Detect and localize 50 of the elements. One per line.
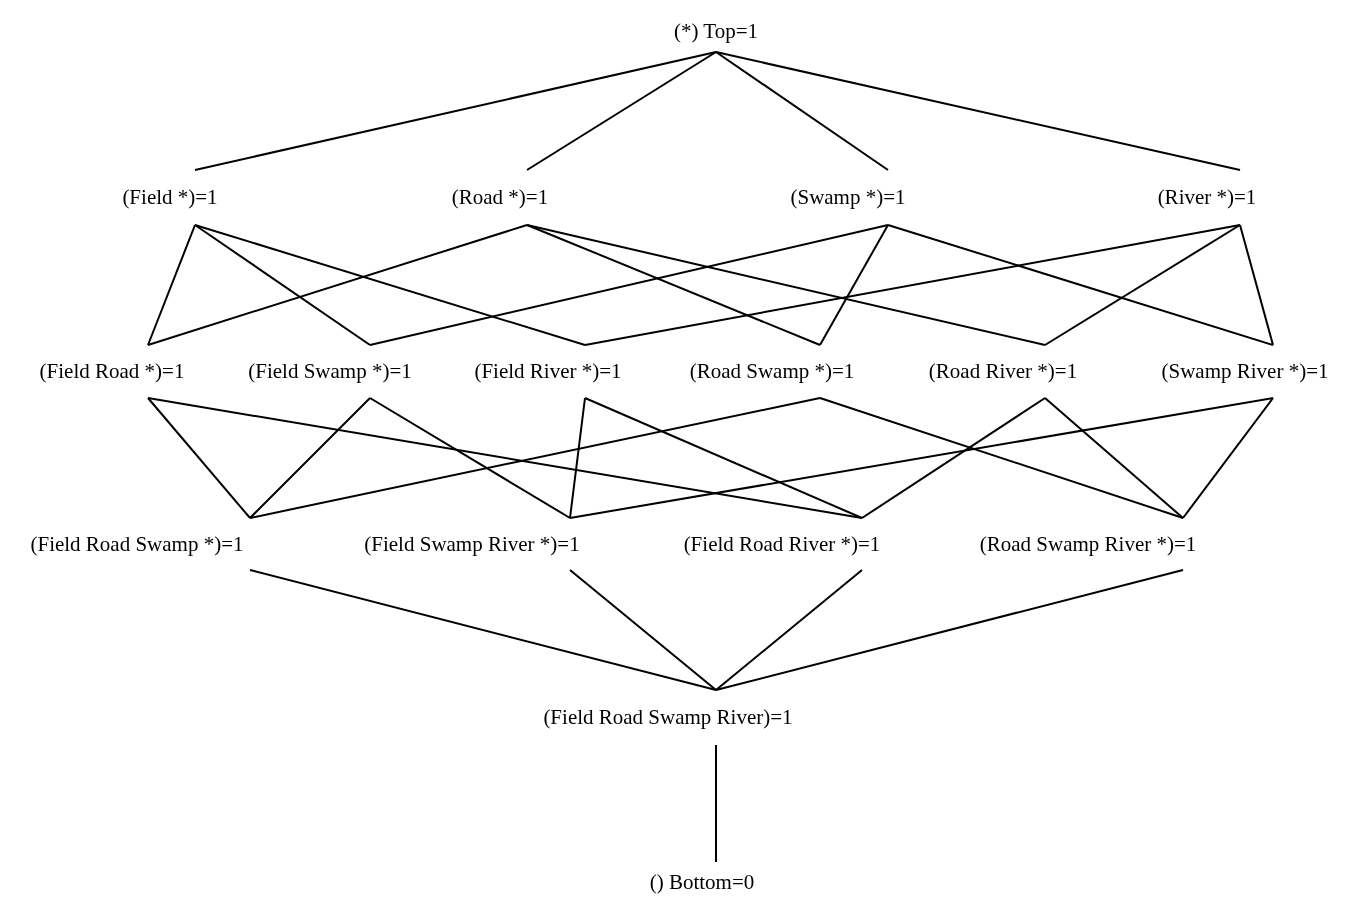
node-label: (*) Top=1 bbox=[616, 10, 816, 52]
connector-line bbox=[249, 397, 821, 519]
connector-line bbox=[584, 397, 863, 519]
connector-line bbox=[861, 397, 1046, 519]
connector-line bbox=[194, 51, 717, 171]
connector-line bbox=[147, 224, 528, 346]
connector-line bbox=[715, 569, 1184, 691]
connector-line bbox=[369, 224, 889, 346]
connector-line bbox=[715, 51, 889, 171]
connector-line bbox=[1044, 224, 1241, 346]
connector-line bbox=[569, 397, 1274, 519]
connector-line bbox=[819, 224, 889, 346]
node-label: (Field Road River *)=1 bbox=[651, 518, 913, 570]
connector-line bbox=[526, 51, 717, 171]
connector-line bbox=[1182, 397, 1274, 519]
connector-line bbox=[249, 569, 717, 691]
connector-line bbox=[147, 224, 196, 346]
connector-line bbox=[147, 397, 251, 519]
connector-line bbox=[526, 224, 821, 346]
node-label: (Road Swamp River *)=1 bbox=[957, 518, 1219, 570]
node-label: (Field Road Swamp *)=1 bbox=[6, 518, 268, 570]
node-label: (Swamp *)=1 bbox=[748, 170, 948, 225]
connector-line bbox=[526, 224, 1046, 346]
connector-line bbox=[584, 224, 1241, 346]
connector-line bbox=[249, 397, 371, 519]
node-label: (Field *)=1 bbox=[70, 170, 270, 225]
connector-line bbox=[1239, 224, 1274, 346]
node-label: (River *)=1 bbox=[1107, 170, 1307, 225]
node-label: (Field Swamp *)=1 bbox=[225, 345, 435, 398]
connector-line bbox=[147, 397, 863, 519]
node-label: (Road Swamp *)=1 bbox=[667, 345, 877, 398]
node-label: (Swamp River *)=1 bbox=[1140, 345, 1350, 398]
node-label: (Field Road *)=1 bbox=[7, 345, 217, 398]
connector-line bbox=[194, 224, 586, 346]
connector-line bbox=[369, 397, 571, 519]
node-label: (Field Swamp River *)=1 bbox=[341, 518, 603, 570]
connector-line bbox=[887, 224, 1274, 346]
connector-line bbox=[569, 397, 586, 519]
connector-line bbox=[715, 51, 1241, 171]
node-label: () Bottom=0 bbox=[602, 862, 802, 902]
connector-line bbox=[819, 397, 1184, 519]
connector-line bbox=[194, 224, 371, 346]
node-label: (Field Road Swamp River)=1 bbox=[503, 690, 833, 745]
node-label: (Road *)=1 bbox=[400, 170, 600, 225]
connector-line bbox=[569, 569, 717, 691]
node-label: (Field River *)=1 bbox=[443, 345, 653, 398]
connector-line bbox=[715, 744, 717, 863]
connector-line bbox=[715, 569, 863, 691]
connector-line bbox=[1044, 397, 1184, 519]
node-label: (Road River *)=1 bbox=[898, 345, 1108, 398]
